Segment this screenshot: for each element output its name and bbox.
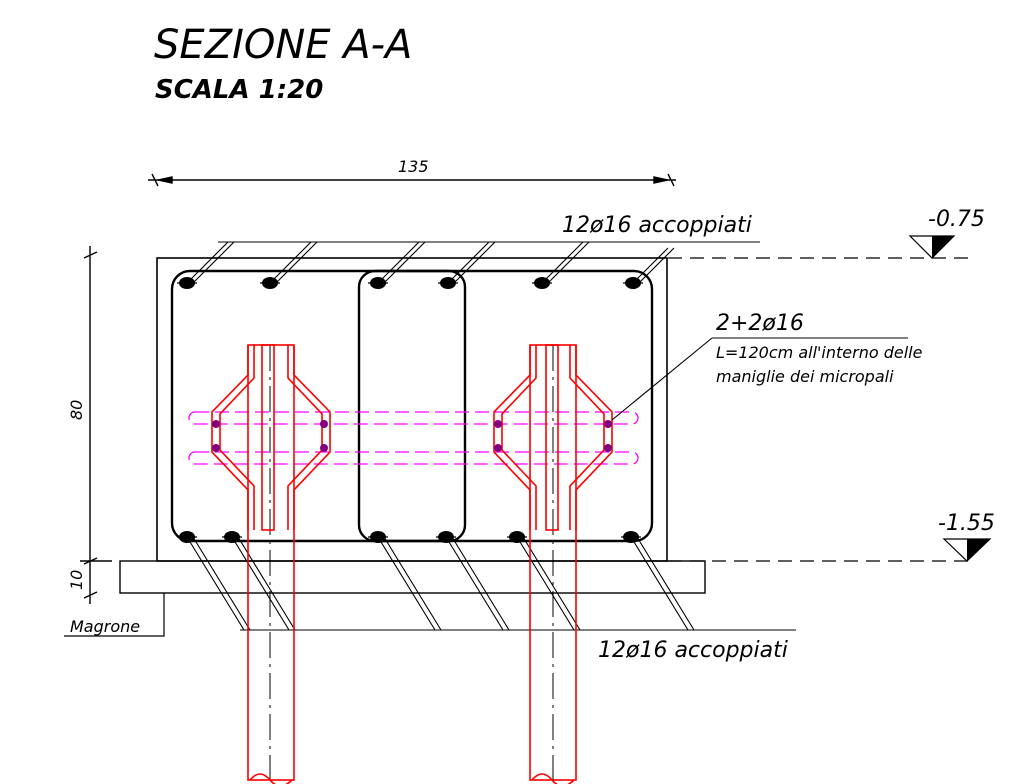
mid-rebar-note-2: maniglie dei micropali — [716, 367, 894, 386]
level-bottom-label: -1.55 — [938, 511, 995, 536]
height-dimension-label: 80 — [67, 400, 86, 420]
width-dimension-label: 135 — [398, 157, 429, 176]
mid-rebar-label: 2+2ø16 — [716, 311, 804, 336]
level-top — [668, 235, 968, 259]
mid-rebar-leader — [611, 337, 908, 421]
lean-concrete-leader — [64, 593, 165, 637]
stirrups — [170, 269, 654, 543]
micropile-left-bars — [212, 420, 328, 452]
top-rebar-label: 12ø16 accoppiati — [562, 213, 752, 238]
level-bottom — [668, 538, 992, 562]
concrete-section — [156, 257, 668, 562]
micropile-left — [211, 344, 331, 784]
width-dimension — [148, 173, 676, 187]
micropile-right — [493, 344, 613, 784]
mid-rebars — [188, 411, 639, 465]
lean-dimension-label: 10 — [67, 570, 86, 590]
micropile-right-bars — [494, 420, 612, 452]
level-top-label: -0.75 — [928, 207, 985, 232]
bottom-rebar-label: 12ø16 accoppiati — [598, 638, 788, 663]
top-rebars — [179, 277, 641, 289]
bottom-rebar-leaders — [186, 536, 796, 631]
lean-concrete-slab — [119, 560, 706, 594]
mid-rebar-note-1: L=120cm all'interno delle — [716, 343, 923, 362]
drawing-title: SEZIONE A-A — [154, 22, 412, 68]
lean-concrete-label: Magrone — [70, 617, 140, 636]
top-rebar-leaders — [186, 241, 760, 284]
drawing-scale: SCALA 1:20 — [155, 75, 323, 105]
height-dimension — [80, 246, 112, 604]
